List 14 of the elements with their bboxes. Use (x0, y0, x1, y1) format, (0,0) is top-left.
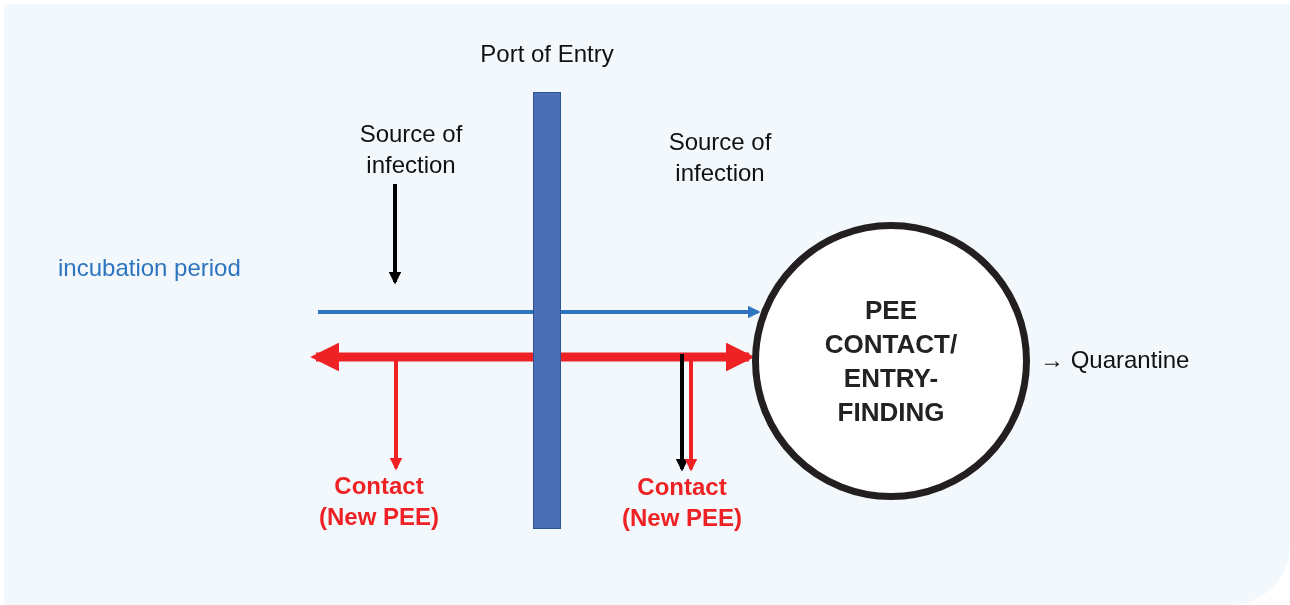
arrow (675, 354, 689, 472)
source-label: Source of infection (667, 127, 773, 188)
contact-label: Contact (New PEE) (621, 472, 743, 533)
arrow (389, 360, 403, 471)
outcome-label: → Quarantine (1040, 345, 1190, 375)
circle-text: PEE CONTACT/ ENTRY-FINDING (823, 294, 959, 429)
period-label: incubation period (58, 253, 241, 283)
arrow (684, 360, 698, 472)
arrow (310, 342, 755, 372)
arrow (388, 184, 402, 285)
heading-label: Port of Entry (479, 39, 615, 69)
contact-label: Contact (New PEE) (318, 471, 440, 532)
source-label: Source of infection (358, 119, 464, 180)
arrow (318, 305, 761, 319)
